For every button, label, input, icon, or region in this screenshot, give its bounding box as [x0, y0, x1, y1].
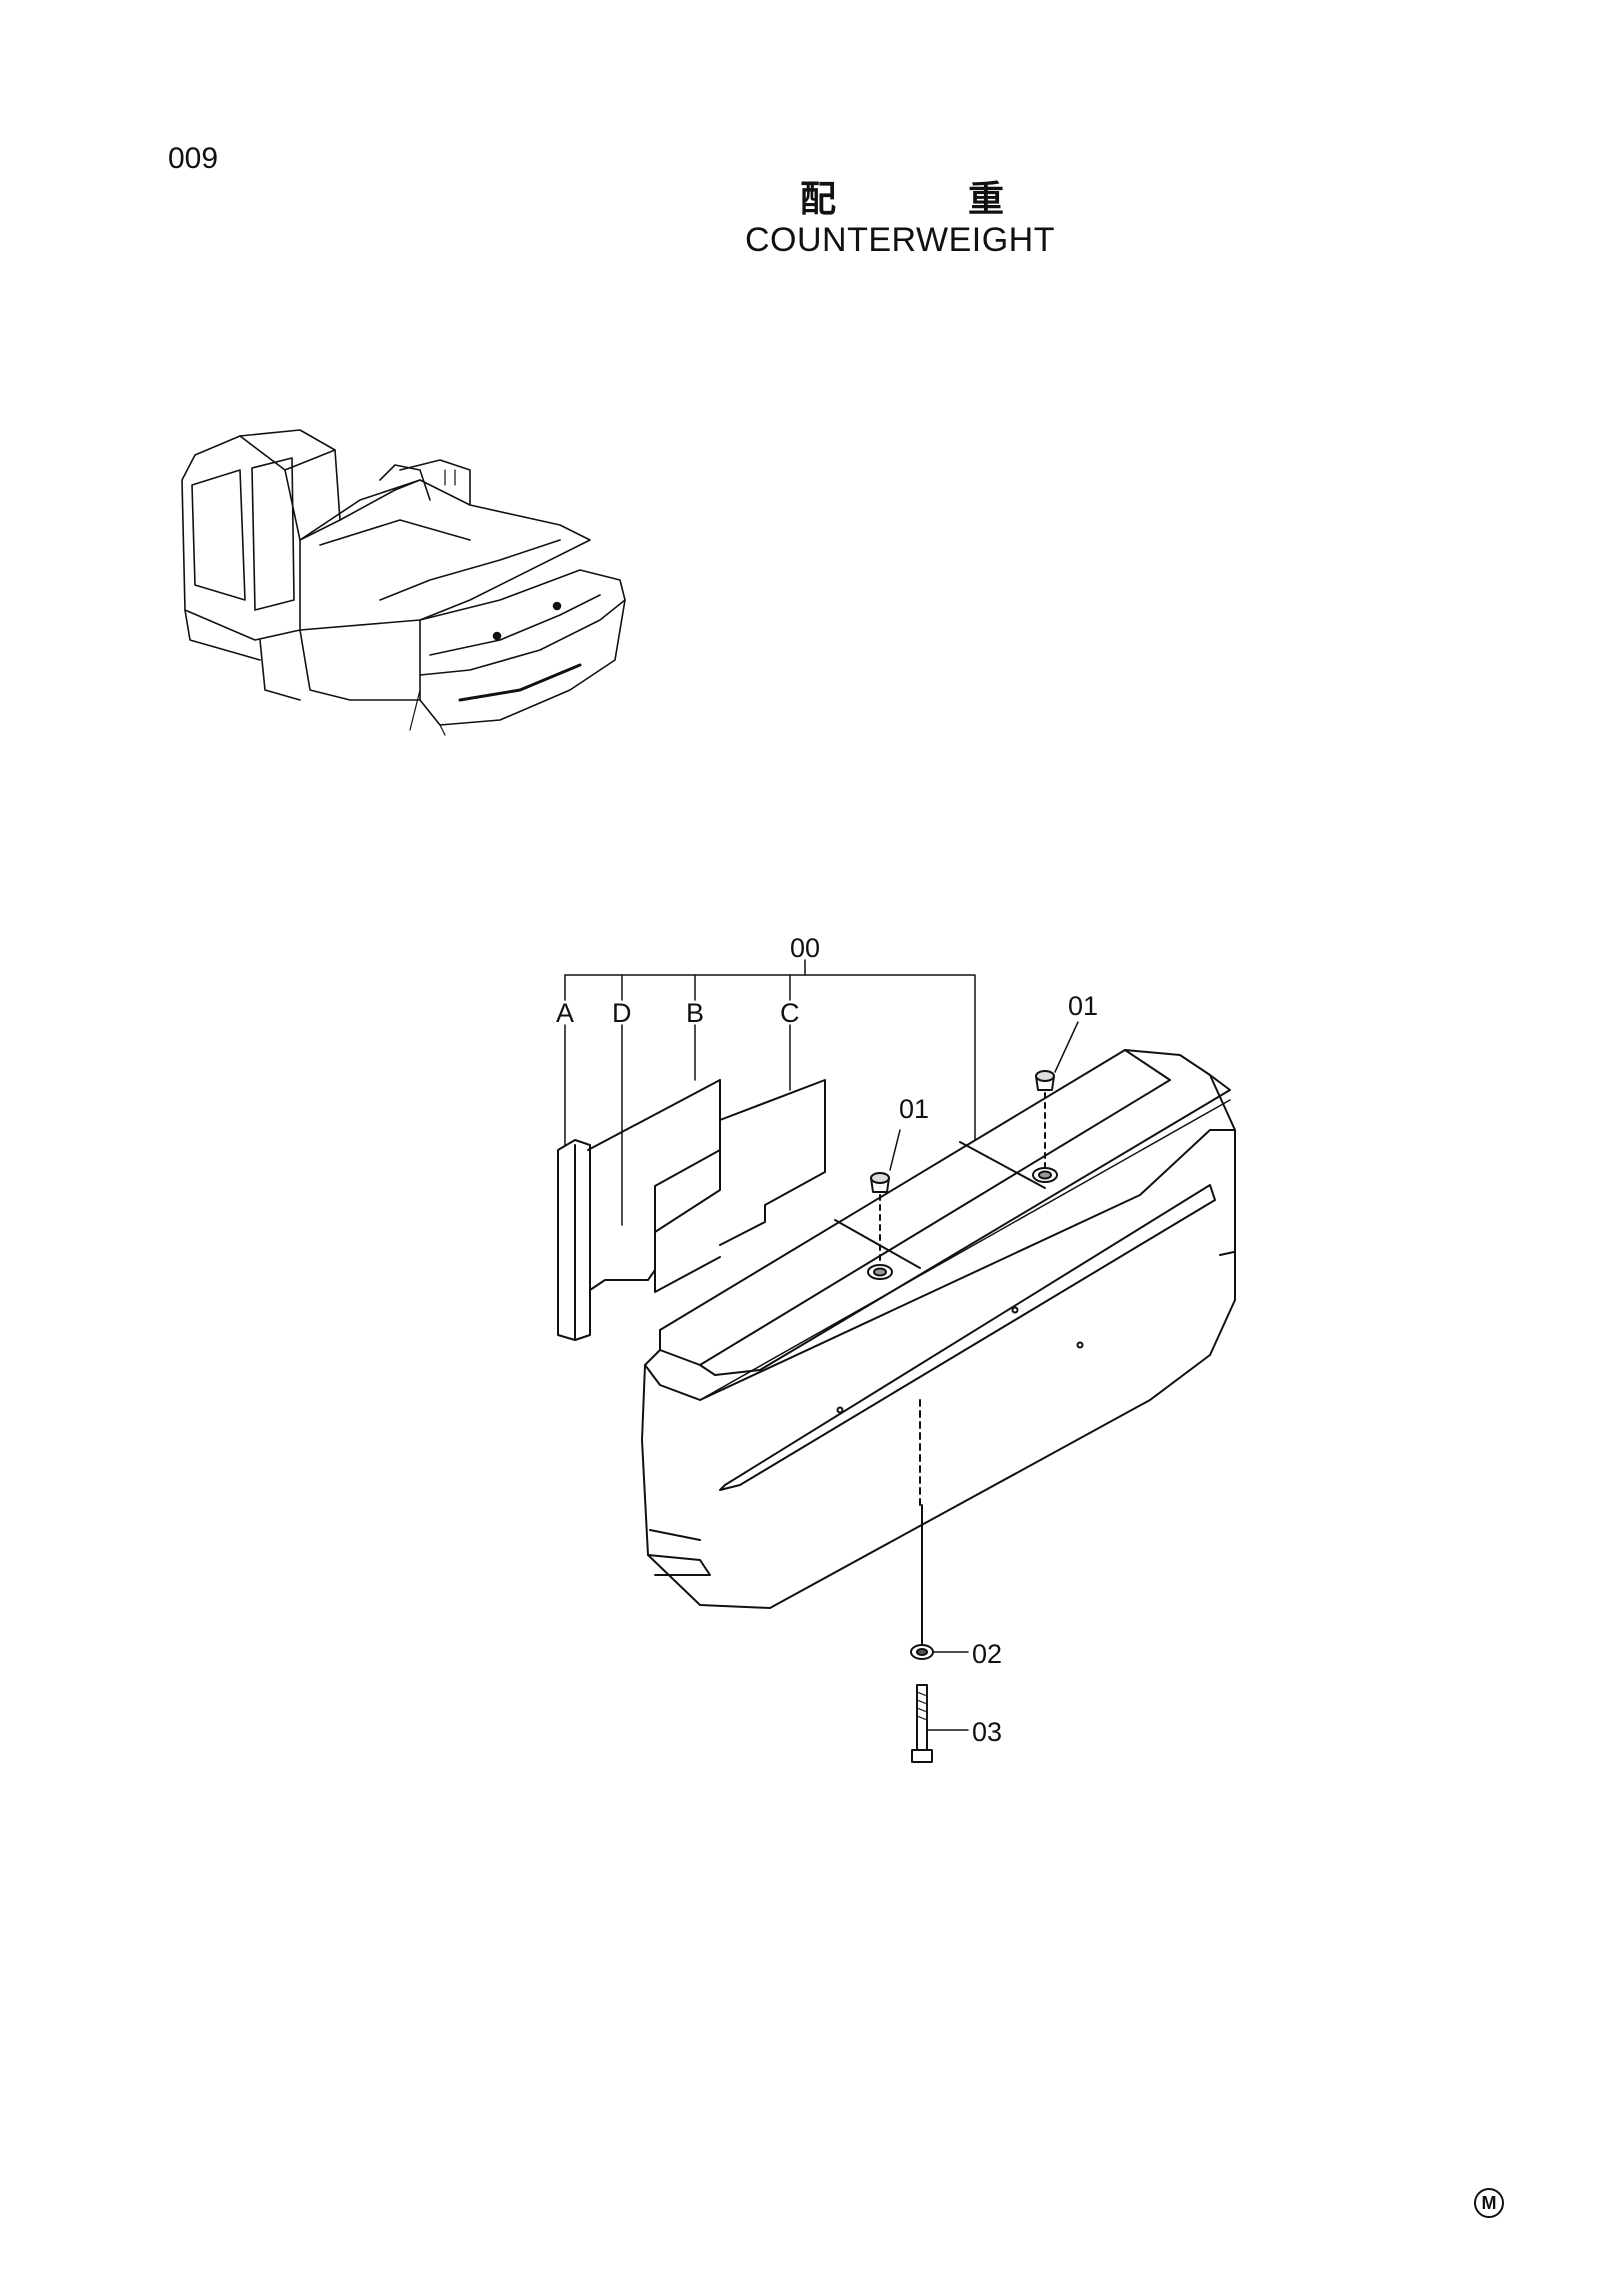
callout-plate-b-label: B — [686, 998, 704, 1028]
manufacturer-mark: M — [1474, 2188, 1504, 2218]
cap-left — [867, 1129, 901, 1280]
washer — [910, 1504, 969, 1660]
bolt — [911, 1684, 969, 1763]
callout-cap-right-label: 01 — [1068, 991, 1098, 1021]
plate-c — [719, 1079, 826, 1246]
title-japanese: 配 重 — [800, 179, 1053, 220]
assembly-leader-lines — [564, 959, 976, 1226]
callout-washer-label: 02 — [972, 1639, 1002, 1669]
callout-plate-d-label: D — [612, 998, 632, 1028]
page-number: 009 — [168, 142, 219, 175]
plate-a — [557, 1139, 591, 1341]
title-english: COUNTERWEIGHT — [745, 221, 1055, 259]
callout-assembly-label: 00 — [790, 933, 820, 963]
callout-plate-a-label: A — [556, 998, 574, 1028]
callout-bolt-label: 03 — [972, 1717, 1002, 1747]
excavator-overview-illustration — [181, 429, 626, 736]
callout-plate-c-label: C — [780, 998, 800, 1028]
cap-right — [1032, 1021, 1079, 1183]
plate-b — [654, 1079, 721, 1293]
counterweight-body — [641, 1049, 1236, 1609]
callout-cap-left-label: 01 — [899, 1094, 929, 1124]
